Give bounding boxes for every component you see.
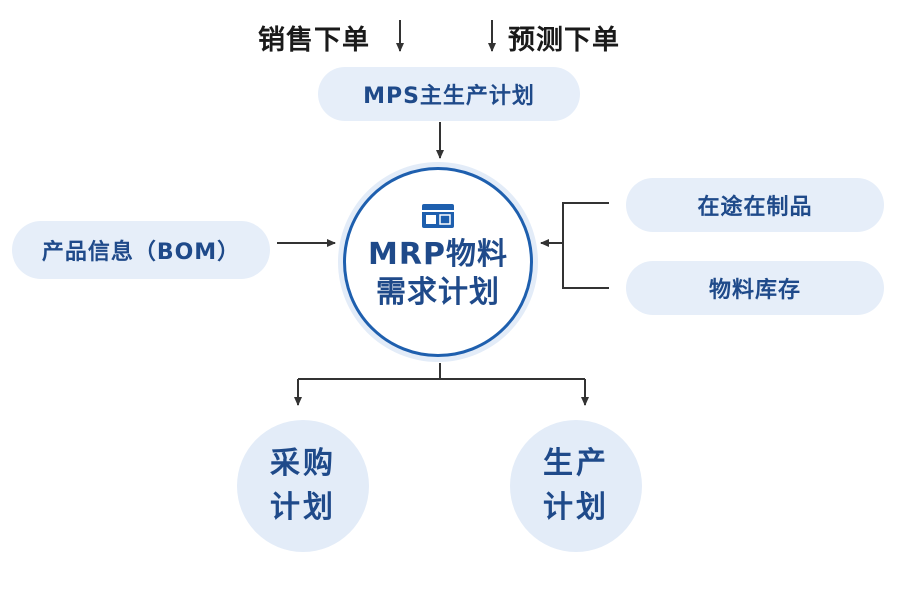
mrp-circle: MRP物料 需求计划 — [343, 167, 533, 357]
mrp-title-line2: 需求计划 — [376, 275, 500, 310]
wip-pill: 在途在制品 — [626, 178, 884, 232]
production-plan-circle: 生产 计划 — [510, 420, 642, 552]
calendar-icon — [422, 204, 454, 228]
right-bracket-line — [562, 202, 609, 289]
mps-pill: MPS主生产计划 — [318, 67, 580, 121]
forecast-order-label: 预测下单 — [508, 25, 620, 56]
purchase-plan-line1: 采购 — [270, 446, 336, 481]
mrp-title-line1: MRP物料 — [368, 237, 508, 272]
purchase-plan-circle: 采购 计划 — [237, 420, 369, 552]
production-plan-line2: 计划 — [543, 490, 609, 525]
inventory-pill: 物料库存 — [626, 261, 884, 315]
product-info-pill: 产品信息（BOM） — [12, 221, 270, 279]
production-plan-line1: 生产 — [543, 446, 609, 481]
purchase-plan-line2: 计划 — [270, 490, 336, 525]
sales-order-label: 销售下单 — [258, 25, 370, 56]
